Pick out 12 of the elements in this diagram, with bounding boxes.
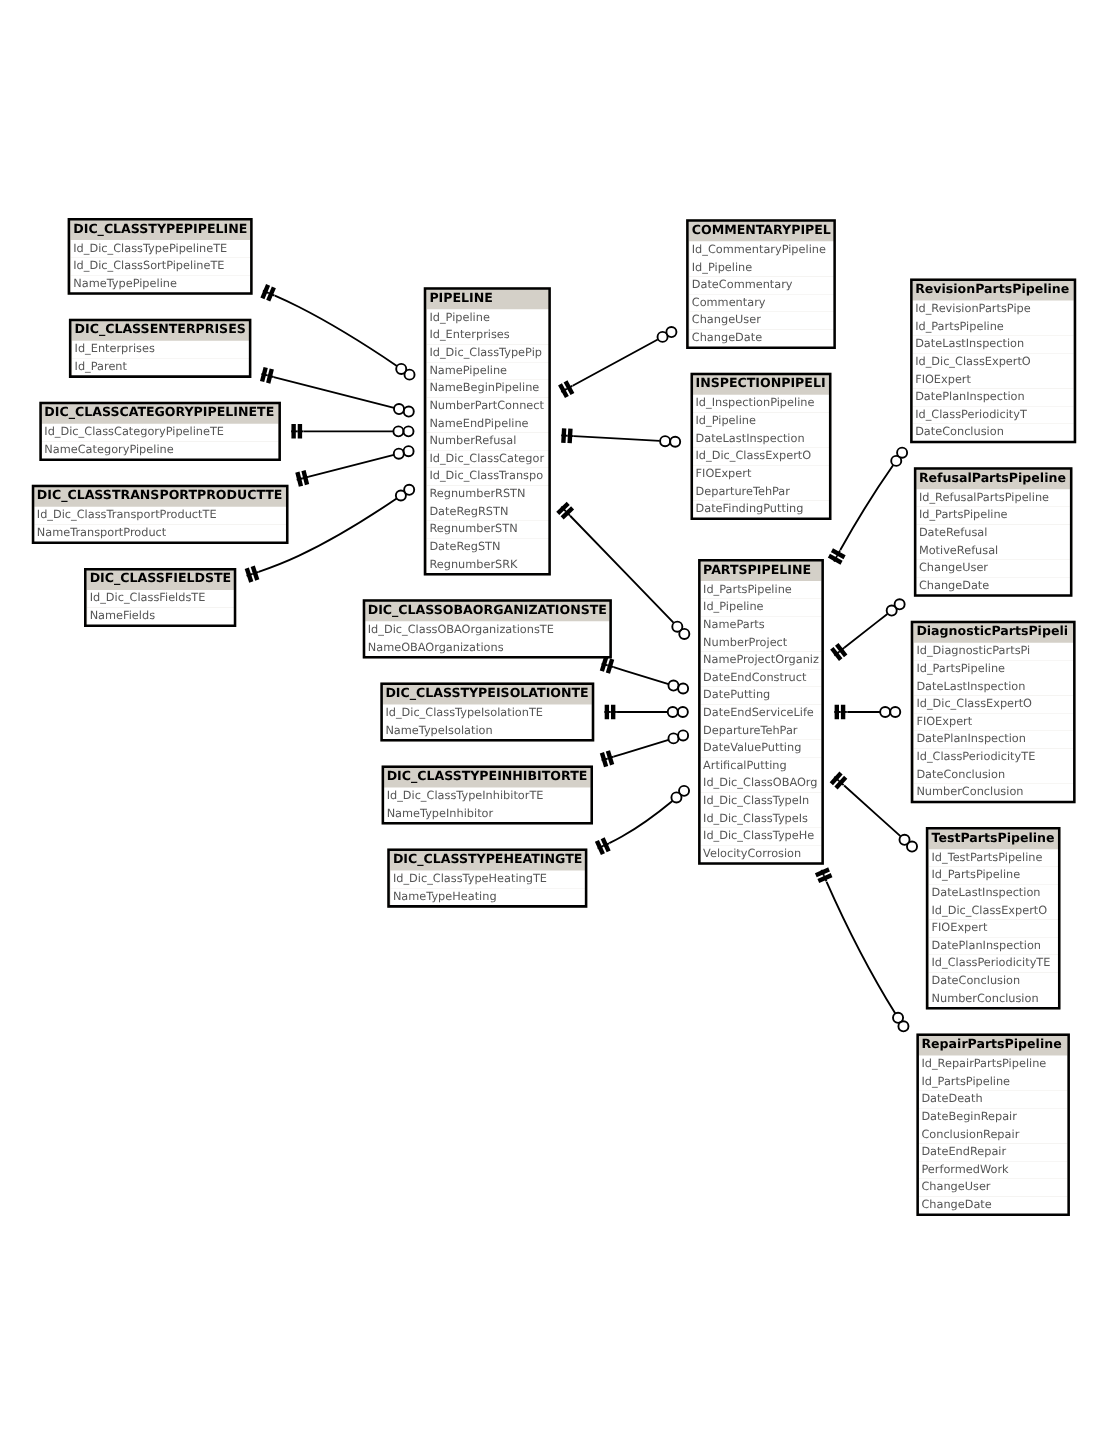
connector xyxy=(244,483,416,583)
connector xyxy=(599,656,690,695)
connector xyxy=(295,445,415,487)
connector xyxy=(830,598,906,662)
connector xyxy=(829,771,918,853)
connector xyxy=(594,784,691,855)
connector xyxy=(599,729,690,768)
connector xyxy=(260,284,416,381)
connector xyxy=(814,867,910,1033)
connector xyxy=(558,326,678,399)
connector xyxy=(259,366,415,418)
connector xyxy=(827,446,909,565)
